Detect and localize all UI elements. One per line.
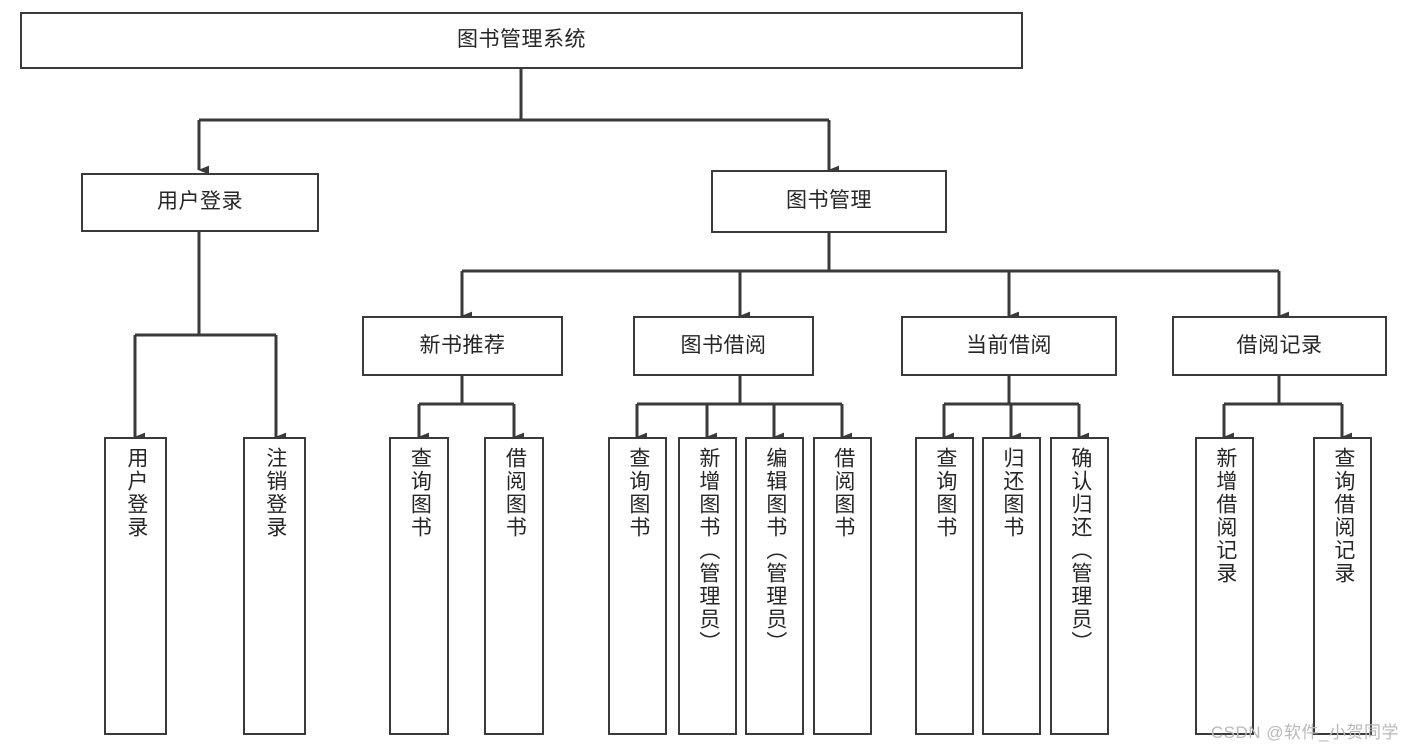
node-leaf-user-login[interactable]: 用户登录 (104, 437, 167, 735)
node-new-book-recommend-label: 新书推荐 (419, 333, 506, 357)
node-leaf-query-book-1-label: 查询图书 (408, 447, 432, 539)
node-leaf-borrow-book-1[interactable]: 借阅图书 (484, 437, 544, 735)
node-leaf-borrow-book-2[interactable]: 借阅图书 (813, 437, 872, 735)
node-new-book-recommend[interactable]: 新书推荐 (362, 316, 563, 376)
node-leaf-borrow-book-2-label: 借阅图书 (831, 447, 855, 539)
node-leaf-query-record-label: 查询借阅记录 (1331, 447, 1355, 585)
node-leaf-confirm-return[interactable]: 确认归还（管理员） (1050, 437, 1109, 735)
node-leaf-add-record-label: 新增借阅记录 (1213, 447, 1237, 585)
node-current-borrow-label: 当前借阅 (966, 333, 1052, 357)
node-root[interactable]: 图书管理系统 (20, 12, 1023, 69)
node-book-management-label: 图书管理 (786, 189, 872, 213)
node-leaf-add-record[interactable]: 新增借阅记录 (1195, 437, 1254, 735)
node-leaf-query-record[interactable]: 查询借阅记录 (1313, 437, 1372, 735)
node-borrow-record[interactable]: 借阅记录 (1172, 316, 1387, 376)
node-user-login-label: 用户登录 (157, 190, 243, 214)
node-leaf-query-book-3-label: 查询图书 (933, 447, 957, 539)
node-book-borrow-label: 图书借阅 (680, 333, 767, 357)
node-leaf-return-book[interactable]: 归还图书 (982, 437, 1041, 735)
node-user-login[interactable]: 用户登录 (81, 173, 319, 232)
node-leaf-borrow-book-1-label: 借阅图书 (503, 447, 527, 539)
node-leaf-logout-login[interactable]: 注销登录 (243, 437, 306, 735)
node-leaf-query-book-2-label: 查询图书 (626, 447, 650, 539)
node-leaf-logout-login-label: 注销登录 (263, 447, 287, 539)
node-leaf-query-book-1[interactable]: 查询图书 (389, 437, 449, 735)
node-leaf-user-login-label: 用户登录 (124, 447, 148, 539)
csdn-watermark: CSDN @软件_小贺同学 (1210, 723, 1399, 742)
node-leaf-query-book-2[interactable]: 查询图书 (608, 437, 667, 735)
node-leaf-query-book-3[interactable]: 查询图书 (915, 437, 974, 735)
node-borrow-record-label: 借阅记录 (1236, 333, 1323, 357)
node-book-management[interactable]: 图书管理 (711, 170, 947, 233)
node-leaf-add-book-label: 新增图书（管理员） (696, 447, 720, 654)
node-leaf-edit-book-label: 编辑图书（管理员） (763, 447, 787, 654)
node-book-borrow[interactable]: 图书借阅 (633, 316, 814, 376)
node-leaf-add-book[interactable]: 新增图书（管理员） (678, 437, 737, 735)
node-current-borrow[interactable]: 当前借阅 (901, 316, 1117, 376)
node-leaf-edit-book[interactable]: 编辑图书（管理员） (745, 437, 804, 735)
node-root-label: 图书管理系统 (457, 28, 586, 52)
node-leaf-confirm-return-label: 确认归还（管理员） (1068, 447, 1092, 654)
node-leaf-return-book-label: 归还图书 (1000, 447, 1024, 539)
